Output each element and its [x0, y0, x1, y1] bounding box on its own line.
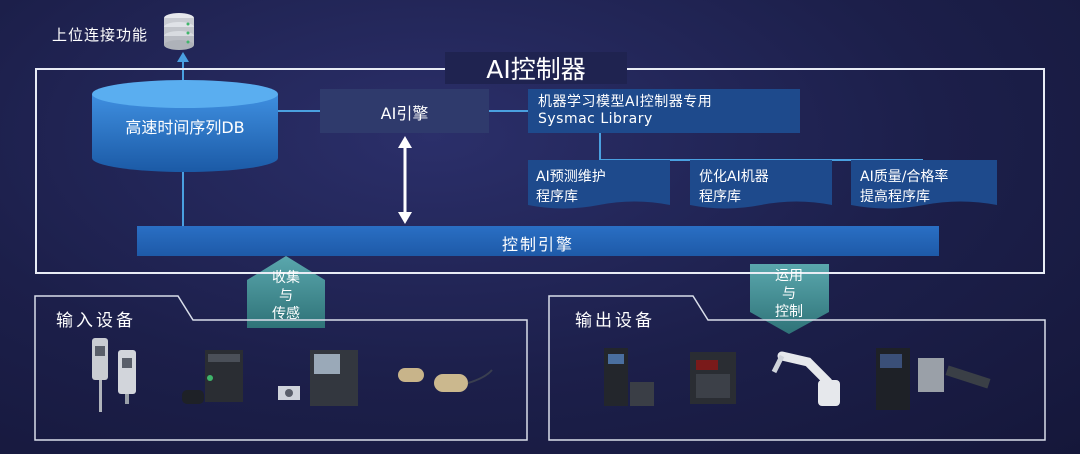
collect-line-3: 传感	[272, 306, 300, 322]
database-icon	[164, 13, 194, 50]
apply-line-1: 运用	[775, 268, 803, 284]
library-2-line2: 程序库	[699, 189, 741, 205]
library-2-line1: 优化AI机器	[699, 169, 769, 185]
input-device-proximity-sensors	[398, 368, 493, 392]
apply-line-2: 与	[782, 286, 796, 302]
input-device-vision-camera	[182, 350, 243, 404]
input-device-controller-unit	[278, 350, 358, 406]
input-devices-title: 输入设备	[56, 311, 136, 331]
output-device-inverter	[690, 352, 736, 404]
ml-library-box	[528, 89, 800, 133]
library-1-line1: AI预测维护	[536, 169, 606, 185]
ai-engine-label: AI引擎	[380, 104, 429, 123]
collect-sense-label: 收集 与 传感	[247, 269, 325, 323]
library-3-line1: AI质量/合格率	[860, 169, 949, 185]
library-1-line2: 程序库	[536, 189, 578, 205]
output-devices-title: 输出设备	[575, 311, 655, 331]
output-device-motion-controller	[876, 348, 991, 410]
output-device-servo-drive	[604, 348, 654, 406]
library-3-line2: 提高程序库	[860, 189, 930, 205]
control-engine-label: 控制引擎	[501, 235, 574, 254]
control-engine-bar	[137, 226, 939, 256]
collect-line-1: 收集	[272, 270, 300, 286]
ai-engine-box	[320, 89, 489, 133]
ml-library-subtitle: Sysmac Library	[538, 111, 653, 127]
collect-line-2: 与	[279, 288, 293, 304]
upper-link-label: 上位连接功能	[52, 26, 149, 44]
timeseries-db-label: 高速时间序列DB	[125, 118, 245, 137]
title-background	[445, 52, 627, 84]
input-device-sensor-pair	[92, 338, 136, 412]
ai-controller-title: AI控制器	[486, 55, 586, 84]
output-device-robot-arm	[771, 351, 840, 406]
apply-control-label: 运用 与 控制	[750, 267, 828, 321]
apply-line-3: 控制	[775, 304, 803, 320]
ml-library-title: 机器学习模型AI控制器专用	[538, 94, 713, 110]
